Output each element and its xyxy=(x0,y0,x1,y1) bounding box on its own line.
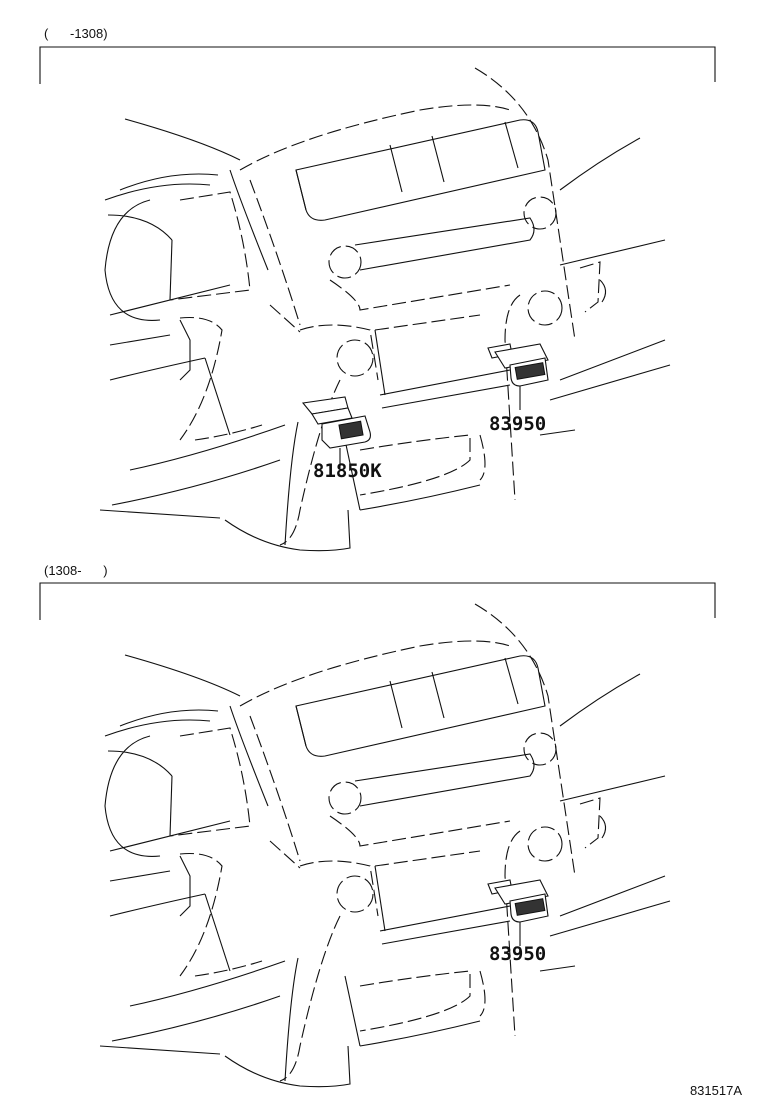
part-number-81850k: 81850K xyxy=(313,460,382,482)
knob xyxy=(336,339,374,377)
range-label-top: ( -1308) xyxy=(44,26,108,41)
switch-83950 xyxy=(487,343,549,410)
gauge-cluster xyxy=(104,735,161,857)
dashboard-illustration xyxy=(39,46,716,552)
diagram-panel-top: 81850K 83950 xyxy=(0,40,760,560)
range-label-bottom: (1308- ) xyxy=(44,563,108,578)
dashboard-illustration xyxy=(39,582,716,1088)
part-number-83950-bottom: 83950 xyxy=(489,943,547,965)
vent-outline xyxy=(295,655,546,757)
switch-81850k xyxy=(301,396,371,468)
part-number-83950-top: 83950 xyxy=(489,413,547,435)
switch-83950 xyxy=(487,879,549,946)
diagram-panel-bottom: 83950 xyxy=(0,576,760,1096)
vent-outline xyxy=(295,119,546,221)
knob xyxy=(527,826,563,862)
frame-bracket xyxy=(39,46,716,84)
knob xyxy=(328,781,362,815)
knob xyxy=(527,290,563,326)
knob xyxy=(523,196,557,230)
knob xyxy=(336,875,374,913)
illustration-code: 831517A xyxy=(689,1083,742,1098)
knob xyxy=(328,245,362,279)
knob xyxy=(523,732,557,766)
gauge-cluster xyxy=(104,199,161,321)
frame-bracket xyxy=(39,582,716,620)
